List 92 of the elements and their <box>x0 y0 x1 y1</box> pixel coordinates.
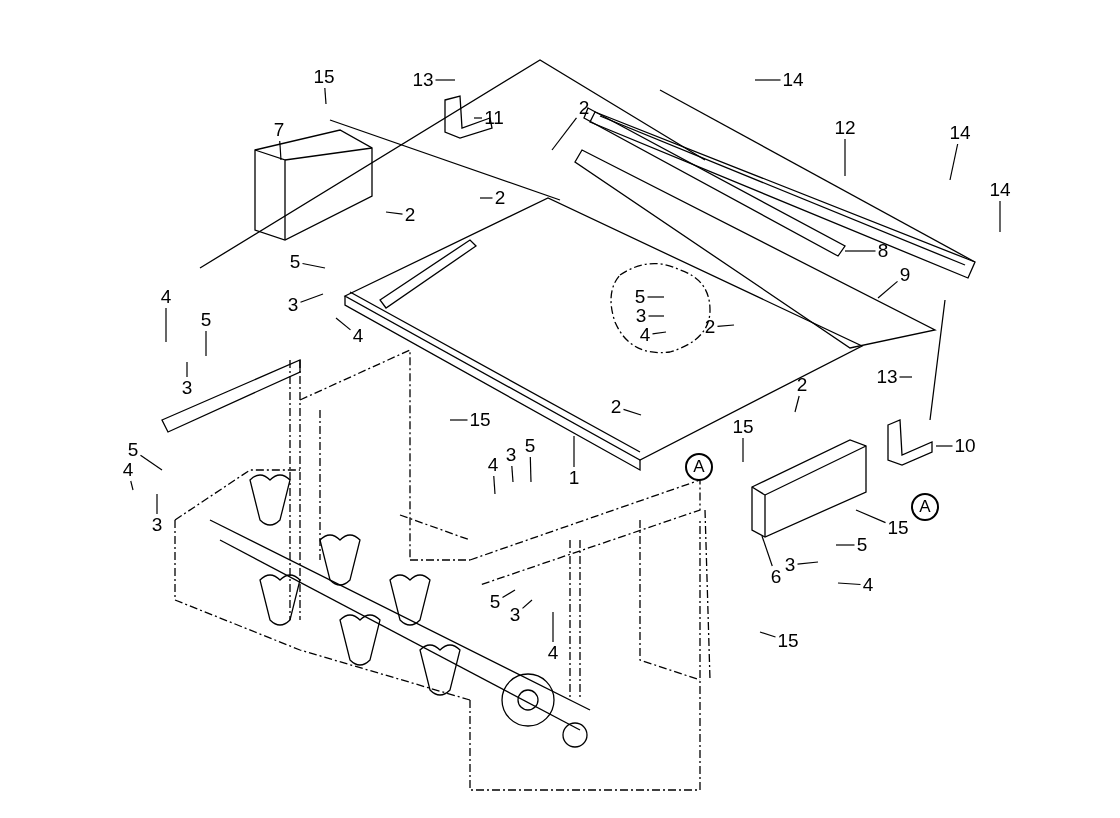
callout-number: 15 <box>313 67 335 87</box>
leader-line <box>205 330 207 357</box>
leader-line <box>529 456 532 483</box>
leader-line <box>742 437 744 463</box>
callout-number: 5 <box>489 592 501 612</box>
leader-line <box>335 317 352 331</box>
leader-line <box>898 376 913 378</box>
callout-number: 4 <box>122 460 134 480</box>
leader-line <box>156 493 158 515</box>
leader-line <box>877 280 899 299</box>
leader-line <box>844 250 877 252</box>
callout-number: 2 <box>494 188 506 208</box>
callout-number: 3 <box>287 295 299 315</box>
callout-number: 5 <box>856 535 868 555</box>
leader-line <box>835 544 856 546</box>
callout-number: 15 <box>469 410 491 430</box>
leader-line <box>754 79 782 81</box>
leader-line <box>646 296 665 298</box>
leader-line <box>761 535 773 567</box>
leader-line <box>551 117 578 151</box>
callout-number: 13 <box>412 70 434 90</box>
leader-line <box>844 138 846 177</box>
leader-line <box>794 395 800 413</box>
callout-number: 3 <box>151 515 163 535</box>
leader-line <box>651 331 667 335</box>
reference-label: A <box>685 453 713 481</box>
callout-number: 3 <box>635 306 647 326</box>
leader-line <box>186 361 188 378</box>
callout-number: 14 <box>782 70 804 90</box>
leader-line <box>573 435 575 468</box>
leader-line <box>279 140 282 161</box>
leader-line <box>999 200 1001 233</box>
leader-line <box>855 509 887 524</box>
leader-line <box>139 454 163 471</box>
leader-line <box>552 611 554 643</box>
callout-number: 4 <box>160 287 172 307</box>
leader-line <box>449 419 469 421</box>
leader-line <box>473 117 483 119</box>
callout-number: 3 <box>505 445 517 465</box>
callout-number: 12 <box>834 118 856 138</box>
callout-number: 2 <box>578 98 590 118</box>
leader-line <box>299 293 324 303</box>
callout-number: 4 <box>547 643 559 663</box>
callout-number: 2 <box>796 375 808 395</box>
callout-number: 14 <box>989 180 1011 200</box>
callout-number: 2 <box>610 397 622 417</box>
callout-number: 7 <box>273 120 285 140</box>
callout-number: 5 <box>200 310 212 330</box>
leader-line <box>796 561 819 565</box>
callout-number: 5 <box>524 436 536 456</box>
callout-number: 4 <box>352 326 364 346</box>
leader-line <box>647 315 665 317</box>
callout-number: 3 <box>181 378 193 398</box>
leader-line <box>130 480 134 491</box>
callout-number: 13 <box>876 367 898 387</box>
callout-number: 2 <box>404 205 416 225</box>
leader-line <box>434 79 456 81</box>
callout-number: 9 <box>899 265 911 285</box>
leader-line <box>511 465 514 483</box>
callout-number: 3 <box>784 555 796 575</box>
callout-number: 6 <box>770 567 782 587</box>
leader-line <box>759 631 777 638</box>
leader-line <box>385 211 404 215</box>
callout-number: 2 <box>704 317 716 337</box>
callout-number: 4 <box>487 455 499 475</box>
callout-number: 5 <box>634 287 646 307</box>
callout-number: 15 <box>732 417 754 437</box>
leader-line <box>165 307 167 343</box>
leader-line <box>837 582 862 586</box>
leader-line <box>521 599 533 609</box>
callout-number: 4 <box>639 325 651 345</box>
leader-line <box>622 408 642 416</box>
leader-line <box>501 589 516 599</box>
callout-number: 1 <box>568 468 580 488</box>
leader-line <box>479 197 494 199</box>
callout-number: 5 <box>289 252 301 272</box>
leader-line <box>935 445 954 447</box>
callout-number: 3 <box>509 605 521 625</box>
reference-label: A <box>911 493 939 521</box>
leader-line <box>716 324 735 327</box>
callout-number: 14 <box>949 123 971 143</box>
leader-line <box>949 143 959 181</box>
callout-number: 5 <box>127 440 139 460</box>
callout-number: 10 <box>954 436 976 456</box>
callout-number: 11 <box>484 108 504 128</box>
leader-line <box>324 87 327 105</box>
callout-number: 15 <box>777 631 799 651</box>
leader-line <box>301 262 326 269</box>
leader-line <box>493 475 496 495</box>
callout-number: 15 <box>887 518 909 538</box>
callout-number: 4 <box>862 575 874 595</box>
callout-number: 8 <box>877 241 889 261</box>
